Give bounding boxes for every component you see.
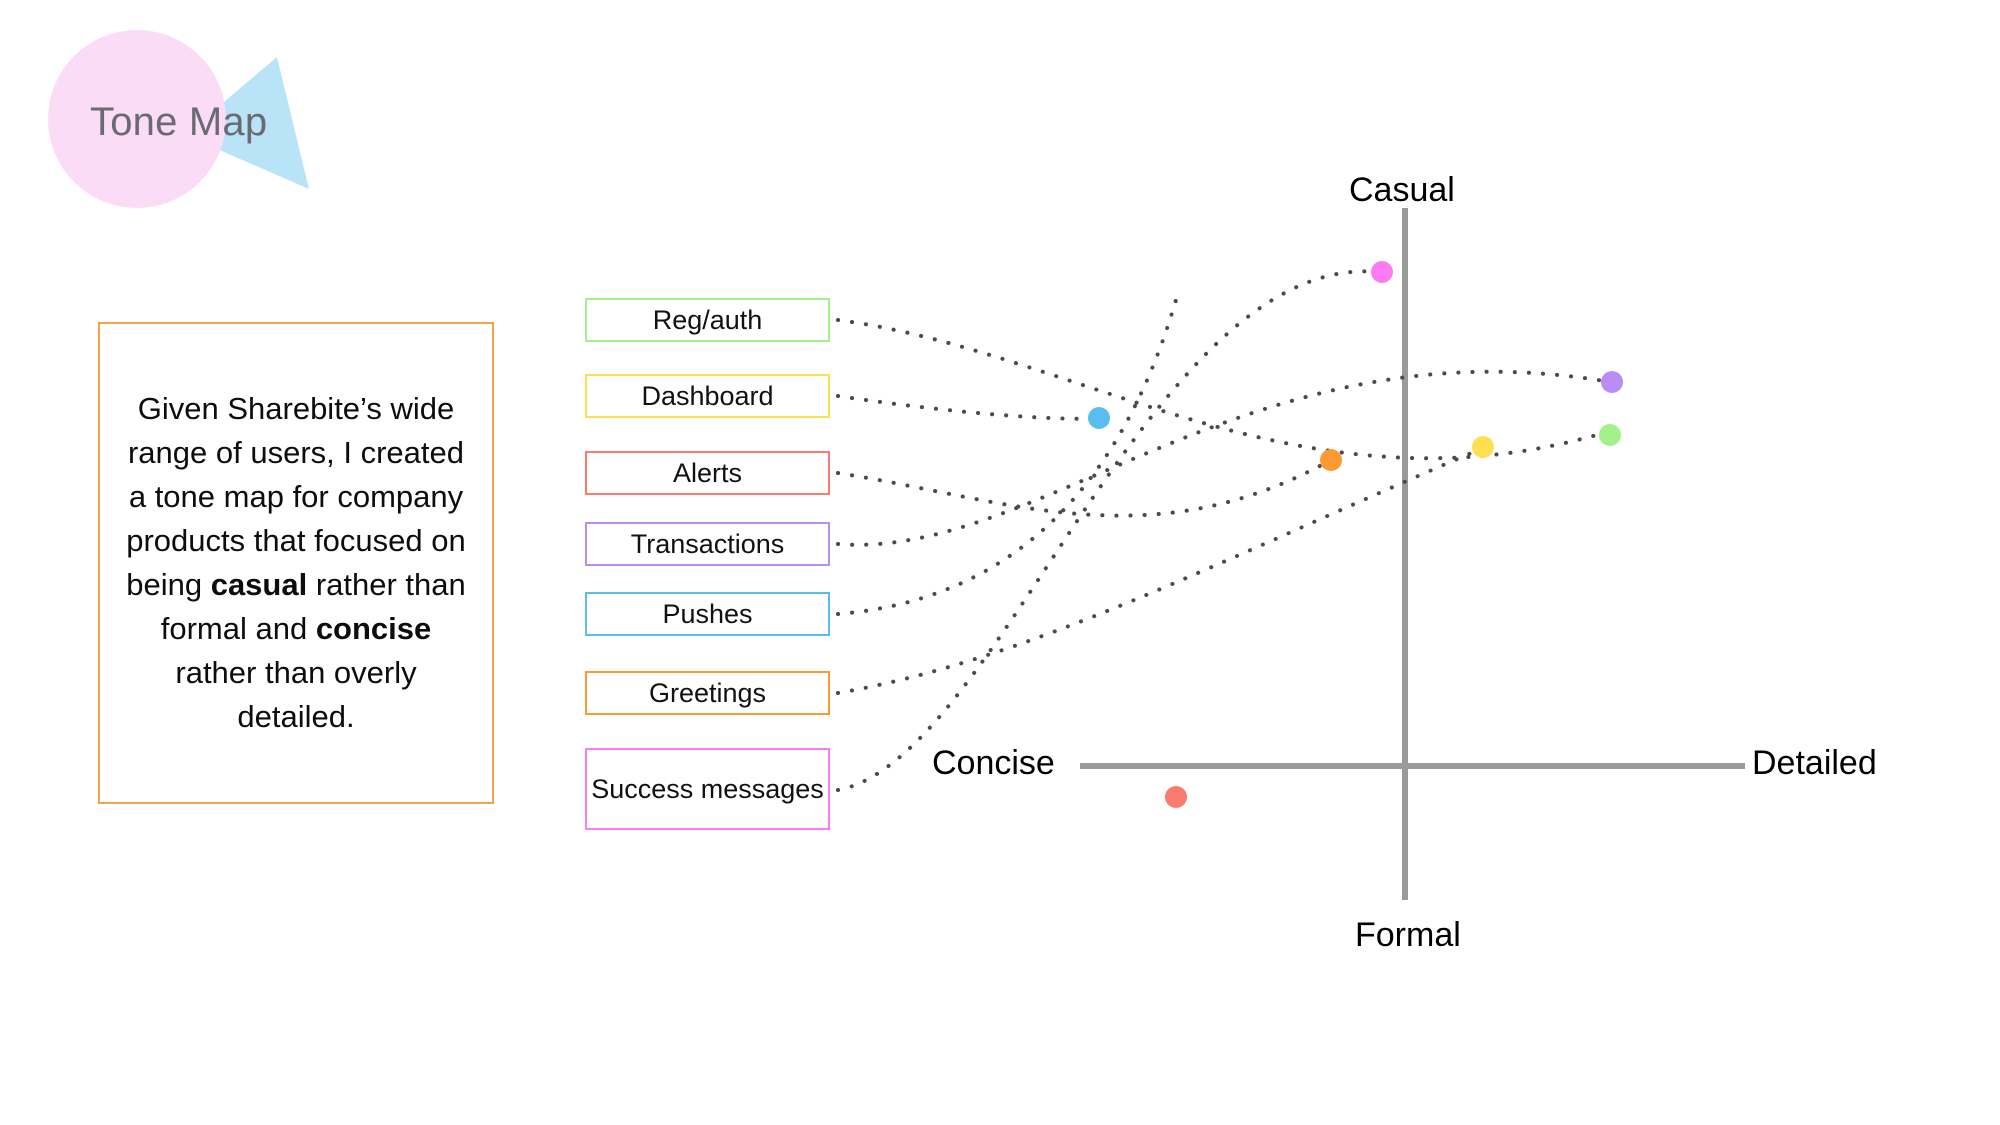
data-point-reg-auth[interactable] [1599,424,1621,446]
connector-lines [836,269,1612,792]
legend-item-pushes[interactable]: Pushes [585,592,830,636]
axis-label-concise: Concise [932,744,1055,782]
data-point-transactions[interactable] [1601,371,1623,393]
legend-item-alerts[interactable]: Alerts [585,451,830,495]
connector-alerts [836,458,1333,518]
legend-item-label: Pushes [662,599,753,629]
legend-item-label: Reg/auth [652,305,763,335]
legend-item-label: Transactions [630,529,785,559]
axis-label-detailed: Detailed [1752,744,1877,782]
data-point-alerts[interactable] [1165,786,1187,808]
legend-item-greetings[interactable]: Greetings [585,671,830,715]
axes-group [1080,208,1745,900]
caption-text: Given Sharebite’s wide range of users, I… [126,391,466,734]
connector-pushes [836,298,1178,616]
data-point-dashboard[interactable] [1472,436,1494,458]
page-title: Tone Map [90,100,268,144]
connector-success-messages [836,269,1382,792]
decorative-circle [48,30,226,208]
legend-item-label: Success messages [591,774,824,804]
data-point-pushes[interactable] [1088,407,1110,429]
axis-label-formal: Formal [1355,916,1461,954]
legend-item-label: Greetings [648,678,767,708]
data-points [1088,261,1623,808]
legend-item-transactions[interactable]: Transactions [585,522,830,566]
connector-reg-auth [836,318,1602,461]
legend-item-label: Dashboard [641,381,774,411]
legend-item-success-messages[interactable]: Success messages [585,748,830,830]
data-point-greetings[interactable] [1320,449,1342,471]
legend-item-dashboard[interactable]: Dashboard [585,374,830,418]
legend-item-reg-auth[interactable]: Reg/auth [585,298,830,342]
connector-greetings [836,446,1485,695]
connector-dashboard [836,394,1101,421]
legend-item-label: Alerts [672,458,743,488]
axis-label-casual: Casual [1349,171,1455,209]
caption-box: Given Sharebite’s wide range of users, I… [98,322,494,804]
data-point-success-messages[interactable] [1371,261,1393,283]
connector-transactions [836,369,1612,547]
